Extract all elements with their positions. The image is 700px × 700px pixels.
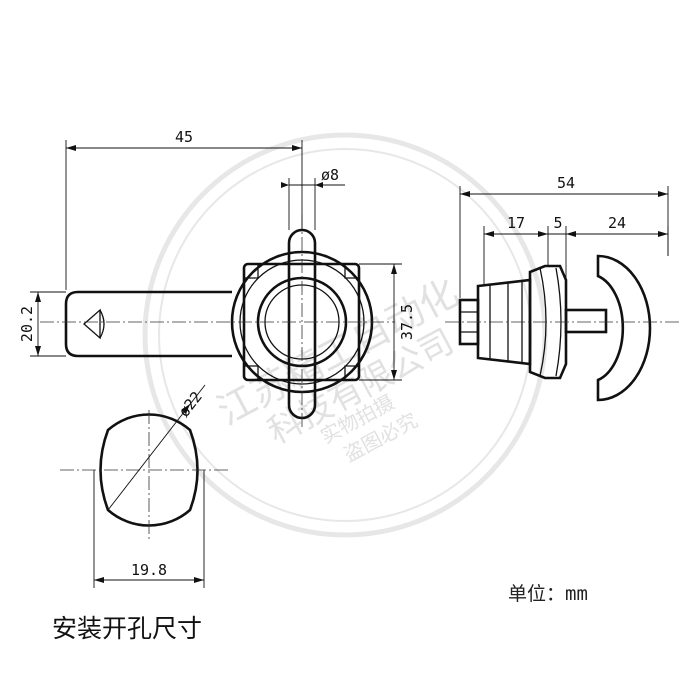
front-dimensions: 45 ø8 20.2 37.5 — [18, 128, 416, 381]
dim-37-5-label: 37.5 — [398, 304, 416, 340]
dim-17-label: 17 — [507, 214, 525, 232]
dim-d22-label: ø22 — [175, 388, 206, 420]
mounting-hole-view: ø22 19.8 — [60, 384, 230, 588]
dim-19-8-label: 19.8 — [131, 561, 167, 579]
dim-5-label: 5 — [553, 214, 562, 232]
front-view — [40, 215, 395, 430]
unit-label: 单位：mm — [508, 583, 588, 605]
side-dimensions: 54 17 5 24 — [459, 174, 669, 298]
side-cam-arc — [596, 254, 652, 402]
side-shaft — [564, 308, 608, 334]
cam-bar — [64, 290, 232, 358]
dim-20-2-label: 20.2 — [18, 306, 36, 342]
dim-54-label: 54 — [557, 174, 575, 192]
hole-outline — [99, 413, 199, 527]
side-flange — [528, 264, 568, 380]
cam-slot — [83, 308, 101, 340]
dim-d8-label: ø8 — [321, 166, 339, 184]
caption-title: 安装开孔尺寸 — [52, 614, 202, 643]
dim-45-label: 45 — [175, 128, 193, 146]
side-view — [445, 254, 680, 402]
dim-24-label: 24 — [608, 214, 626, 232]
